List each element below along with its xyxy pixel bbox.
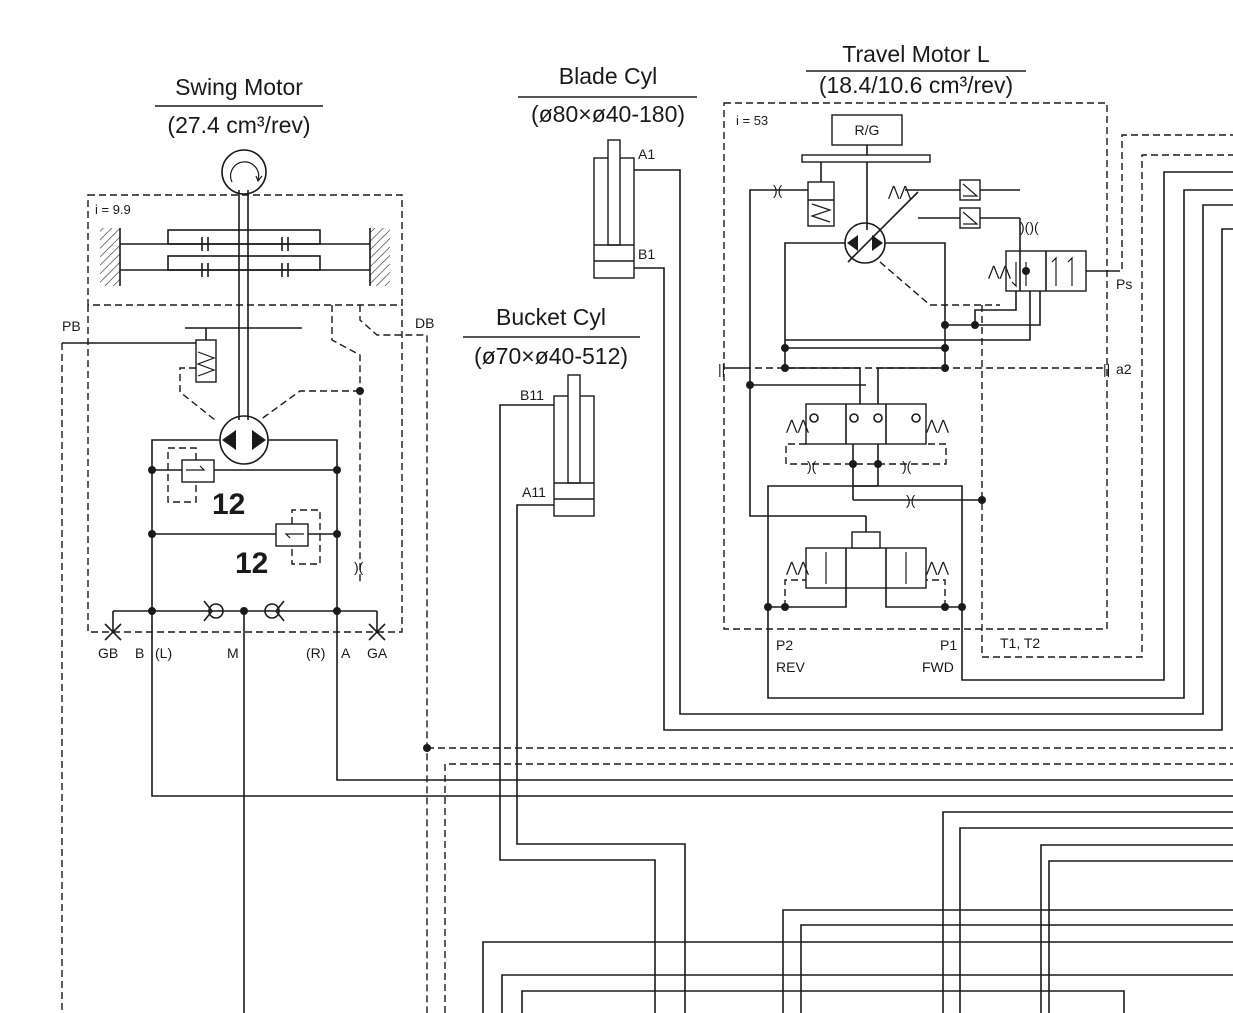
port-db: DB xyxy=(415,315,434,331)
svg-text:)(: )( xyxy=(773,182,783,198)
svg-text:⋀⋀: ⋀⋀ xyxy=(785,417,809,433)
port-b11: B11 xyxy=(520,387,544,403)
travel-gear-ratio: i = 53 xyxy=(736,113,768,128)
planetary-gear-icon xyxy=(100,228,390,286)
port-m: M xyxy=(227,645,239,661)
swing-gearbox-enclosure xyxy=(87,194,403,306)
svg-text:)(: )( xyxy=(906,492,916,508)
rg-label: R/G xyxy=(855,122,880,138)
reduction-gear-box xyxy=(831,114,903,146)
swing-gear-ratio: i = 9.9 xyxy=(95,202,131,217)
port-l: (L) xyxy=(155,645,172,661)
port-pb: PB xyxy=(62,318,81,334)
travel-motor-spec: (18.4/10.6 cm³/rev) xyxy=(819,72,1013,98)
travel-motor-enclosure xyxy=(723,102,1108,630)
swing-motor: Swing Motor (27.4 cm³/rev) i = 9.9 xyxy=(61,74,1233,1013)
svg-text:)()(: )()( xyxy=(1020,219,1039,235)
swing-relief-a-setting: 12 xyxy=(212,488,245,521)
swing-relief-b-setting: 12 xyxy=(235,547,268,580)
port-ga: GA xyxy=(367,645,388,661)
svg-text:⋀⋀: ⋀⋀ xyxy=(987,263,1011,279)
bucket-cylinder: Bucket Cyl (ø70×ø40-512) B11 A11 xyxy=(463,304,686,1013)
swing-motor-spec: (27.4 cm³/rev) xyxy=(167,112,310,138)
port-t1-t2: T1, T2 xyxy=(1000,635,1040,651)
svg-text:⋀⋀: ⋀⋀ xyxy=(887,183,911,199)
port-a1: A1 xyxy=(638,146,655,162)
port-b: B xyxy=(135,645,144,661)
port-gb: GB xyxy=(98,645,118,661)
port-a2: a2 xyxy=(1116,361,1132,377)
svg-text:⋀⋀: ⋀⋀ xyxy=(925,417,949,433)
swing-pinion-icon xyxy=(221,149,267,195)
svg-text:)(: )( xyxy=(902,458,912,474)
bucket-cyl-title: Bucket Cyl xyxy=(496,304,606,330)
counterbalance-valve xyxy=(805,403,927,445)
svg-text:)(: )( xyxy=(354,559,364,575)
swing-relief-valve-a xyxy=(181,459,215,483)
svg-text:||: || xyxy=(1103,361,1110,377)
blade-cyl-spec: (ø80×ø40-180) xyxy=(531,101,685,127)
svg-text:)(: )( xyxy=(807,458,817,474)
port-ps: Ps xyxy=(1116,276,1132,292)
swing-relief-valve-b xyxy=(275,523,309,547)
port-r: (R) xyxy=(306,645,325,661)
travel-control-valve xyxy=(805,547,927,589)
svg-text:||: || xyxy=(718,361,725,377)
port-fwd: FWD xyxy=(922,659,954,675)
routed-lines xyxy=(423,744,1233,1013)
port-a11: A11 xyxy=(522,484,546,500)
blade-cylinder: Blade Cyl (ø80×ø40-180) A1 B1 xyxy=(518,63,1233,731)
bucket-cyl-spec: (ø70×ø40-512) xyxy=(474,343,628,369)
swing-motor-title: Swing Motor xyxy=(175,74,303,100)
travel-motor-title: Travel Motor L xyxy=(842,41,990,67)
port-p2: P2 xyxy=(776,637,793,653)
blade-cyl-title: Blade Cyl xyxy=(559,63,657,89)
port-b1: B1 xyxy=(638,246,655,262)
port-p1: P1 xyxy=(940,637,957,653)
svg-text:⋀⋀: ⋀⋀ xyxy=(925,559,949,575)
svg-text:⋀⋀: ⋀⋀ xyxy=(785,559,809,575)
port-a: A xyxy=(341,645,351,661)
port-rev: REV xyxy=(776,659,805,675)
travel-motor-l: Travel Motor L (18.4/10.6 cm³/rev) i = 5… xyxy=(718,41,1233,699)
